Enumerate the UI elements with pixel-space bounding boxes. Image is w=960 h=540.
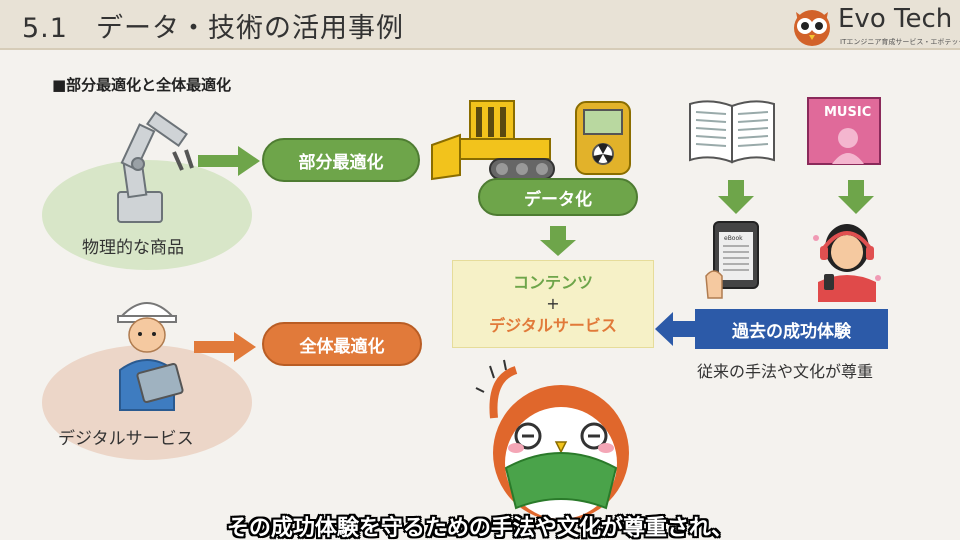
music-cover-text: MUSIC <box>824 105 871 120</box>
woman-with-headphones-icon <box>813 224 881 302</box>
respect-caption: 従来の手法や文化が尊重 <box>697 362 874 381</box>
slide-header: 5.1 データ・技術の活用事例 Evo Tech ITエンジニア育成サービス・エ… <box>0 0 960 50</box>
ebook-reader-icon: eBook <box>705 221 759 299</box>
contents-digital-service-box: コンテンツ + デジタルサービス <box>452 260 654 348</box>
arrow-down-green-icon-2 <box>718 180 754 214</box>
slide-title: 5.1 データ・技術の活用事例 <box>22 13 404 44</box>
product-caption: 物理的な商品 <box>82 238 184 258</box>
open-book-icon <box>689 100 775 164</box>
total-optimization-label: 全体最適化 <box>262 322 422 366</box>
owl-logo-icon <box>794 10 830 46</box>
arrow-left-blue-icon <box>655 312 697 346</box>
bulldozer-icon <box>431 100 555 181</box>
robot-arm-icon <box>117 110 194 223</box>
logo-tagline: ITエンジニア育成サービス・エボテック・ <box>840 38 960 46</box>
digital-service-label: デジタルサービス <box>489 315 617 335</box>
arrow-right-green-icon <box>198 146 260 176</box>
plus-sign: + <box>546 294 560 314</box>
owl-mascot-icon <box>475 359 629 521</box>
logo-name: Evo Tech <box>838 4 953 34</box>
past-success-label: 過去の成功体験 <box>695 309 888 349</box>
arrow-down-green-icon <box>540 226 576 256</box>
section-heading: ■部分最適化と全体最適化 <box>52 76 232 94</box>
evotech-logo: Evo Tech ITエンジニア育成サービス・エボテック・ <box>790 4 960 48</box>
arrow-right-orange-icon <box>194 332 256 362</box>
service-caption: デジタルサービス <box>58 429 194 449</box>
video-subtitle: その成功体験を守るための手法や文化が尊重され、 <box>226 516 734 540</box>
partial-optimization-label: 部分最適化 <box>262 138 420 182</box>
arrow-down-green-icon-3 <box>838 180 874 214</box>
data-conversion-label: データ化 <box>478 178 638 216</box>
music-cd-icon: MUSIC <box>807 97 881 165</box>
worker-with-tablet-icon <box>117 302 184 411</box>
ebook-screen-text: eBook <box>724 235 743 242</box>
geiger-counter-icon <box>575 101 631 175</box>
contents-label: コンテンツ <box>512 272 593 292</box>
